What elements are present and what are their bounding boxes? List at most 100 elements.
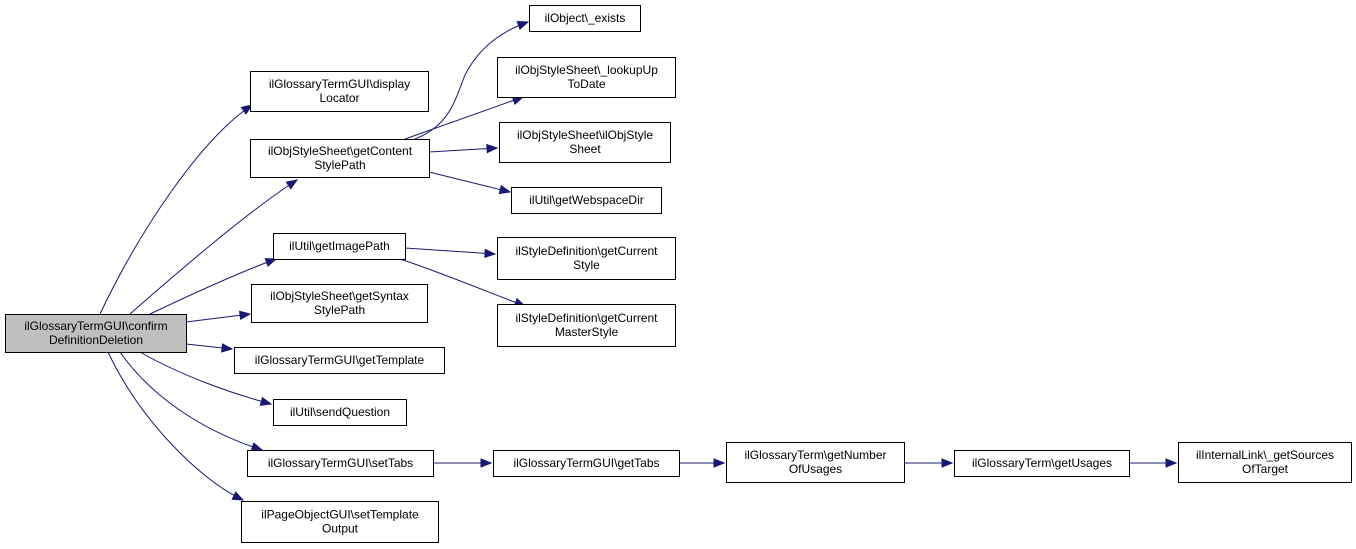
node-label: ilUtil\getImagePath xyxy=(289,239,390,253)
nodes-layer: ilGlossaryTermGUI\confirmDefinitionDelet… xyxy=(5,5,1352,543)
node-box xyxy=(241,501,439,543)
function-node[interactable]: ilGlossaryTermGUI\getTabs xyxy=(493,450,680,477)
arrowhead-icon xyxy=(484,248,497,259)
function-node[interactable]: ilObjStyleSheet\ilObjStyleSheet xyxy=(499,122,671,163)
node-label: StylePath xyxy=(314,158,365,172)
node-label: ilStyleDefinition\getCurrent xyxy=(515,311,658,325)
node-box xyxy=(511,187,662,214)
node-box xyxy=(1178,442,1352,483)
arrowhead-icon xyxy=(1165,458,1178,468)
node-box xyxy=(250,139,430,178)
edge-root-to-n18 xyxy=(107,351,244,501)
node-label: ilStyleDefinition\getCurrent xyxy=(515,244,658,258)
function-node[interactable]: ilUtil\sendQuestion xyxy=(273,399,407,426)
arrowhead-icon xyxy=(713,458,726,468)
function-node[interactable]: ilGlossaryTerm\getUsages xyxy=(954,450,1130,477)
arrowhead-icon xyxy=(516,21,530,30)
node-label: OfUsages xyxy=(789,462,842,476)
node-label: Output xyxy=(322,522,359,536)
arrowhead-icon xyxy=(480,458,493,468)
node-label: ilObjStyleSheet\getSyntax xyxy=(270,289,409,303)
node-label: MasterStyle xyxy=(555,325,619,339)
arrowhead-icon xyxy=(240,104,254,115)
node-label: ilPageObjectGUI\setTemplate xyxy=(261,508,419,522)
edges-layer xyxy=(99,21,1178,501)
edge-n2-to-n3 xyxy=(414,21,529,140)
node-label: ilObjStyleSheet\getContent xyxy=(268,144,413,158)
edge-root-to-n10 xyxy=(185,313,251,323)
arrowhead-icon xyxy=(221,343,234,353)
arrowhead-icon xyxy=(941,458,954,468)
function-node[interactable]: ilUtil\getWebspaceDir xyxy=(511,187,662,214)
function-node[interactable]: ilGlossaryTermGUI\getTemplate xyxy=(234,347,445,374)
node-box xyxy=(497,57,676,98)
node-label: ilUtil\sendQuestion xyxy=(290,405,390,419)
node-label: ilGlossaryTermGUI\getTemplate xyxy=(255,353,425,367)
node-box xyxy=(234,347,445,374)
node-label: ToDate xyxy=(567,77,605,91)
arrowhead-icon xyxy=(264,258,278,268)
edge-root-to-n7 xyxy=(149,258,277,315)
edge-n2-to-n5 xyxy=(428,147,498,153)
node-box xyxy=(5,314,187,353)
node-label: ilGlossaryTermGUI\display xyxy=(269,77,410,91)
edge-n7-to-n9 xyxy=(399,258,526,307)
arrowhead-icon xyxy=(250,442,264,452)
node-box xyxy=(726,442,905,483)
node-label: ilUtil\getWebspaceDir xyxy=(529,193,644,207)
node-label: ilObjStyleSheet\ilObjStyle xyxy=(517,128,653,142)
arrowhead-icon xyxy=(498,184,512,195)
arrowhead-icon xyxy=(486,143,499,154)
node-box xyxy=(954,450,1130,477)
function-node[interactable]: ilGlossaryTermGUI\setTabs xyxy=(247,450,434,477)
node-box xyxy=(497,304,676,347)
arrowhead-icon xyxy=(285,179,299,190)
node-label: ilGlossaryTermGUI\setTabs xyxy=(268,456,413,470)
node-box xyxy=(250,71,429,112)
edge-n7-to-n8 xyxy=(404,247,496,255)
root-function-node: ilGlossaryTermGUI\confirmDefinitionDelet… xyxy=(5,314,187,353)
arrowhead-icon xyxy=(238,310,252,321)
edge-n2-to-n4 xyxy=(404,96,524,140)
arrowhead-icon xyxy=(259,396,273,406)
edge-root-to-n12 xyxy=(139,351,272,405)
edge-root-to-n1 xyxy=(99,104,253,315)
node-label: ilGlossaryTermGUI\confirm xyxy=(24,319,167,333)
node-label: ilGlossaryTermGUI\getTabs xyxy=(513,456,659,470)
node-label: OfTarget xyxy=(1242,462,1289,476)
function-node[interactable]: ilObject\_exists xyxy=(529,5,641,32)
node-label: Style xyxy=(573,258,600,272)
node-label: StylePath xyxy=(314,303,365,317)
node-label: ilGlossaryTerm\getUsages xyxy=(972,456,1112,470)
node-label: DefinitionDeletion xyxy=(49,333,143,347)
node-box xyxy=(273,399,407,426)
function-node[interactable]: ilUtil\getImagePath xyxy=(273,233,406,260)
node-label: ilGlossaryTerm\getNumber xyxy=(744,448,886,462)
node-label: ilObjStyleSheet\_lookupUp xyxy=(515,63,658,77)
edge-root-to-n13 xyxy=(119,351,263,451)
node-box xyxy=(499,122,671,163)
node-box xyxy=(247,450,434,477)
node-box xyxy=(497,237,676,280)
node-box xyxy=(493,450,680,477)
node-label: Sheet xyxy=(569,142,601,156)
node-label: Locator xyxy=(319,91,359,105)
node-box xyxy=(529,5,641,32)
node-box xyxy=(251,284,428,323)
edge-root-to-n2 xyxy=(129,179,298,315)
node-label: ilObject\_exists xyxy=(545,11,626,25)
node-box xyxy=(273,233,406,260)
arrowhead-icon xyxy=(231,491,245,501)
node-label: ilInternalLink\_getSources xyxy=(1196,448,1334,462)
edge-n2-to-n6 xyxy=(428,171,511,193)
